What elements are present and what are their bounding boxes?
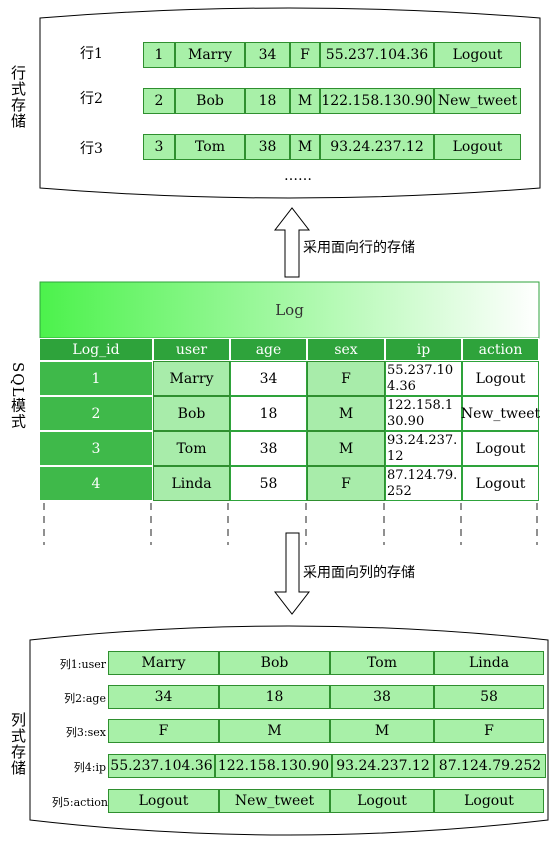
row-store-cell: M [290, 134, 320, 160]
sql-label: SQL模式 [9, 362, 27, 430]
table-cell: 93.24.237.12 [385, 431, 462, 466]
table-cell: New_tweet [461, 396, 540, 431]
table-title-bar [39, 281, 540, 339]
col-label-sex: 列3:sex [65, 726, 106, 739]
row-label-2: 行2 [80, 91, 103, 107]
table-header-ip: ip [385, 338, 462, 361]
arrow-2-caption: 采用面向列的存储 [303, 565, 415, 581]
row-store-cell: Logout [434, 134, 521, 160]
col-store-cell: M [330, 719, 434, 743]
arrow-down-1 [273, 207, 311, 278]
table-cell: Logout [462, 361, 539, 396]
row-store-cell: 55.237.104.36 [320, 42, 434, 68]
table-cell: 55.237.104.36 [385, 361, 462, 396]
col-store-cell: M [219, 719, 330, 743]
col-store-cell: Logout [330, 789, 434, 813]
table-header-user: user [153, 338, 230, 361]
col-store-cell: 58 [434, 685, 544, 709]
table-cell: M [307, 431, 385, 466]
table-cell: Marry [153, 361, 230, 396]
col-store-cell: Tom [330, 651, 434, 675]
table-cell: Logout [462, 431, 539, 466]
row-store-cell: F [290, 42, 320, 68]
row-store-cell: 93.24.237.12 [320, 134, 434, 160]
col-store-cell: 93.24.237.12 [332, 754, 434, 778]
col-label-action: 列5:action [51, 796, 108, 809]
table-header-sex: sex [307, 338, 385, 361]
col-store-cell: 122.158.130.90 [215, 754, 332, 778]
col-store-cell: Linda [434, 651, 544, 675]
table-cell: 34 [230, 361, 307, 396]
table-cell: 87.124.79.252 [385, 466, 462, 501]
arrow-down-2 [273, 532, 311, 615]
row-store-cell: 3 [143, 134, 175, 160]
row-store-label: 行式存储 [9, 65, 27, 129]
table-cell: 38 [230, 431, 307, 466]
row-store-cell: 34 [245, 42, 290, 68]
col-store-cell: Logout [434, 789, 544, 813]
col-store-cell: F [108, 719, 219, 743]
row-store-cell: Bob [175, 88, 245, 114]
col-label-age: 列2:age [64, 692, 106, 705]
table-cell: F [307, 361, 385, 396]
table-title: Log [275, 301, 304, 319]
table-cell: 1 [39, 361, 153, 396]
col-store-cell: 87.124.79.252 [434, 754, 546, 778]
col-store-label: 列式存储 [9, 712, 27, 776]
table-cell: 58 [230, 466, 307, 501]
col-store-cell: Bob [219, 651, 330, 675]
arrow-1-caption: 采用面向行的存储 [303, 240, 415, 256]
col-label-ip: 列4:ip [73, 761, 106, 774]
table-cell: 122.158.130.90 [385, 396, 462, 431]
row-store-cell: 38 [245, 134, 290, 160]
table-cell: Bob [153, 396, 230, 431]
table-cell: 3 [39, 431, 153, 466]
row-store-cell: 122.158.130.90 [320, 88, 434, 114]
table-header-action: action [462, 338, 539, 361]
row-store-cell: 18 [245, 88, 290, 114]
table-cell: 4 [39, 466, 153, 501]
row-store-cell: 2 [143, 88, 175, 114]
table-header-log-id: Log_id [39, 338, 153, 361]
row-label-3: 行3 [80, 141, 103, 157]
col-store-cell: New_tweet [219, 789, 330, 813]
table-cell: Linda [153, 466, 230, 501]
row-store-cell: New_tweet [434, 88, 521, 114]
row-store-cell: M [290, 88, 320, 114]
table-cell: M [307, 396, 385, 431]
col-label-user: 列1:user [59, 658, 106, 671]
table-header-age: age [230, 338, 307, 361]
row-store-ellipsis: …… [284, 168, 312, 184]
table-cell: Logout [462, 466, 539, 501]
dashed-continuation [43, 503, 538, 545]
col-store-cell: 18 [219, 685, 330, 709]
col-store-cell: 34 [108, 685, 219, 709]
table-cell: F [307, 466, 385, 501]
col-store-cell: F [434, 719, 544, 743]
col-store-cell: 55.237.104.36 [108, 754, 215, 778]
table-cell: 18 [230, 396, 307, 431]
row-store-cell: 1 [143, 42, 175, 68]
col-store-cell: 38 [330, 685, 434, 709]
row-store-cell: Marry [175, 42, 245, 68]
row-label-1: 行1 [80, 46, 103, 62]
table-cell: Tom [153, 431, 230, 466]
col-store-cell: Logout [108, 789, 219, 813]
col-store-cell: Marry [108, 651, 219, 675]
row-store-cell: Tom [175, 134, 245, 160]
table-cell: 2 [39, 396, 153, 431]
row-store-cell: Logout [434, 42, 521, 68]
